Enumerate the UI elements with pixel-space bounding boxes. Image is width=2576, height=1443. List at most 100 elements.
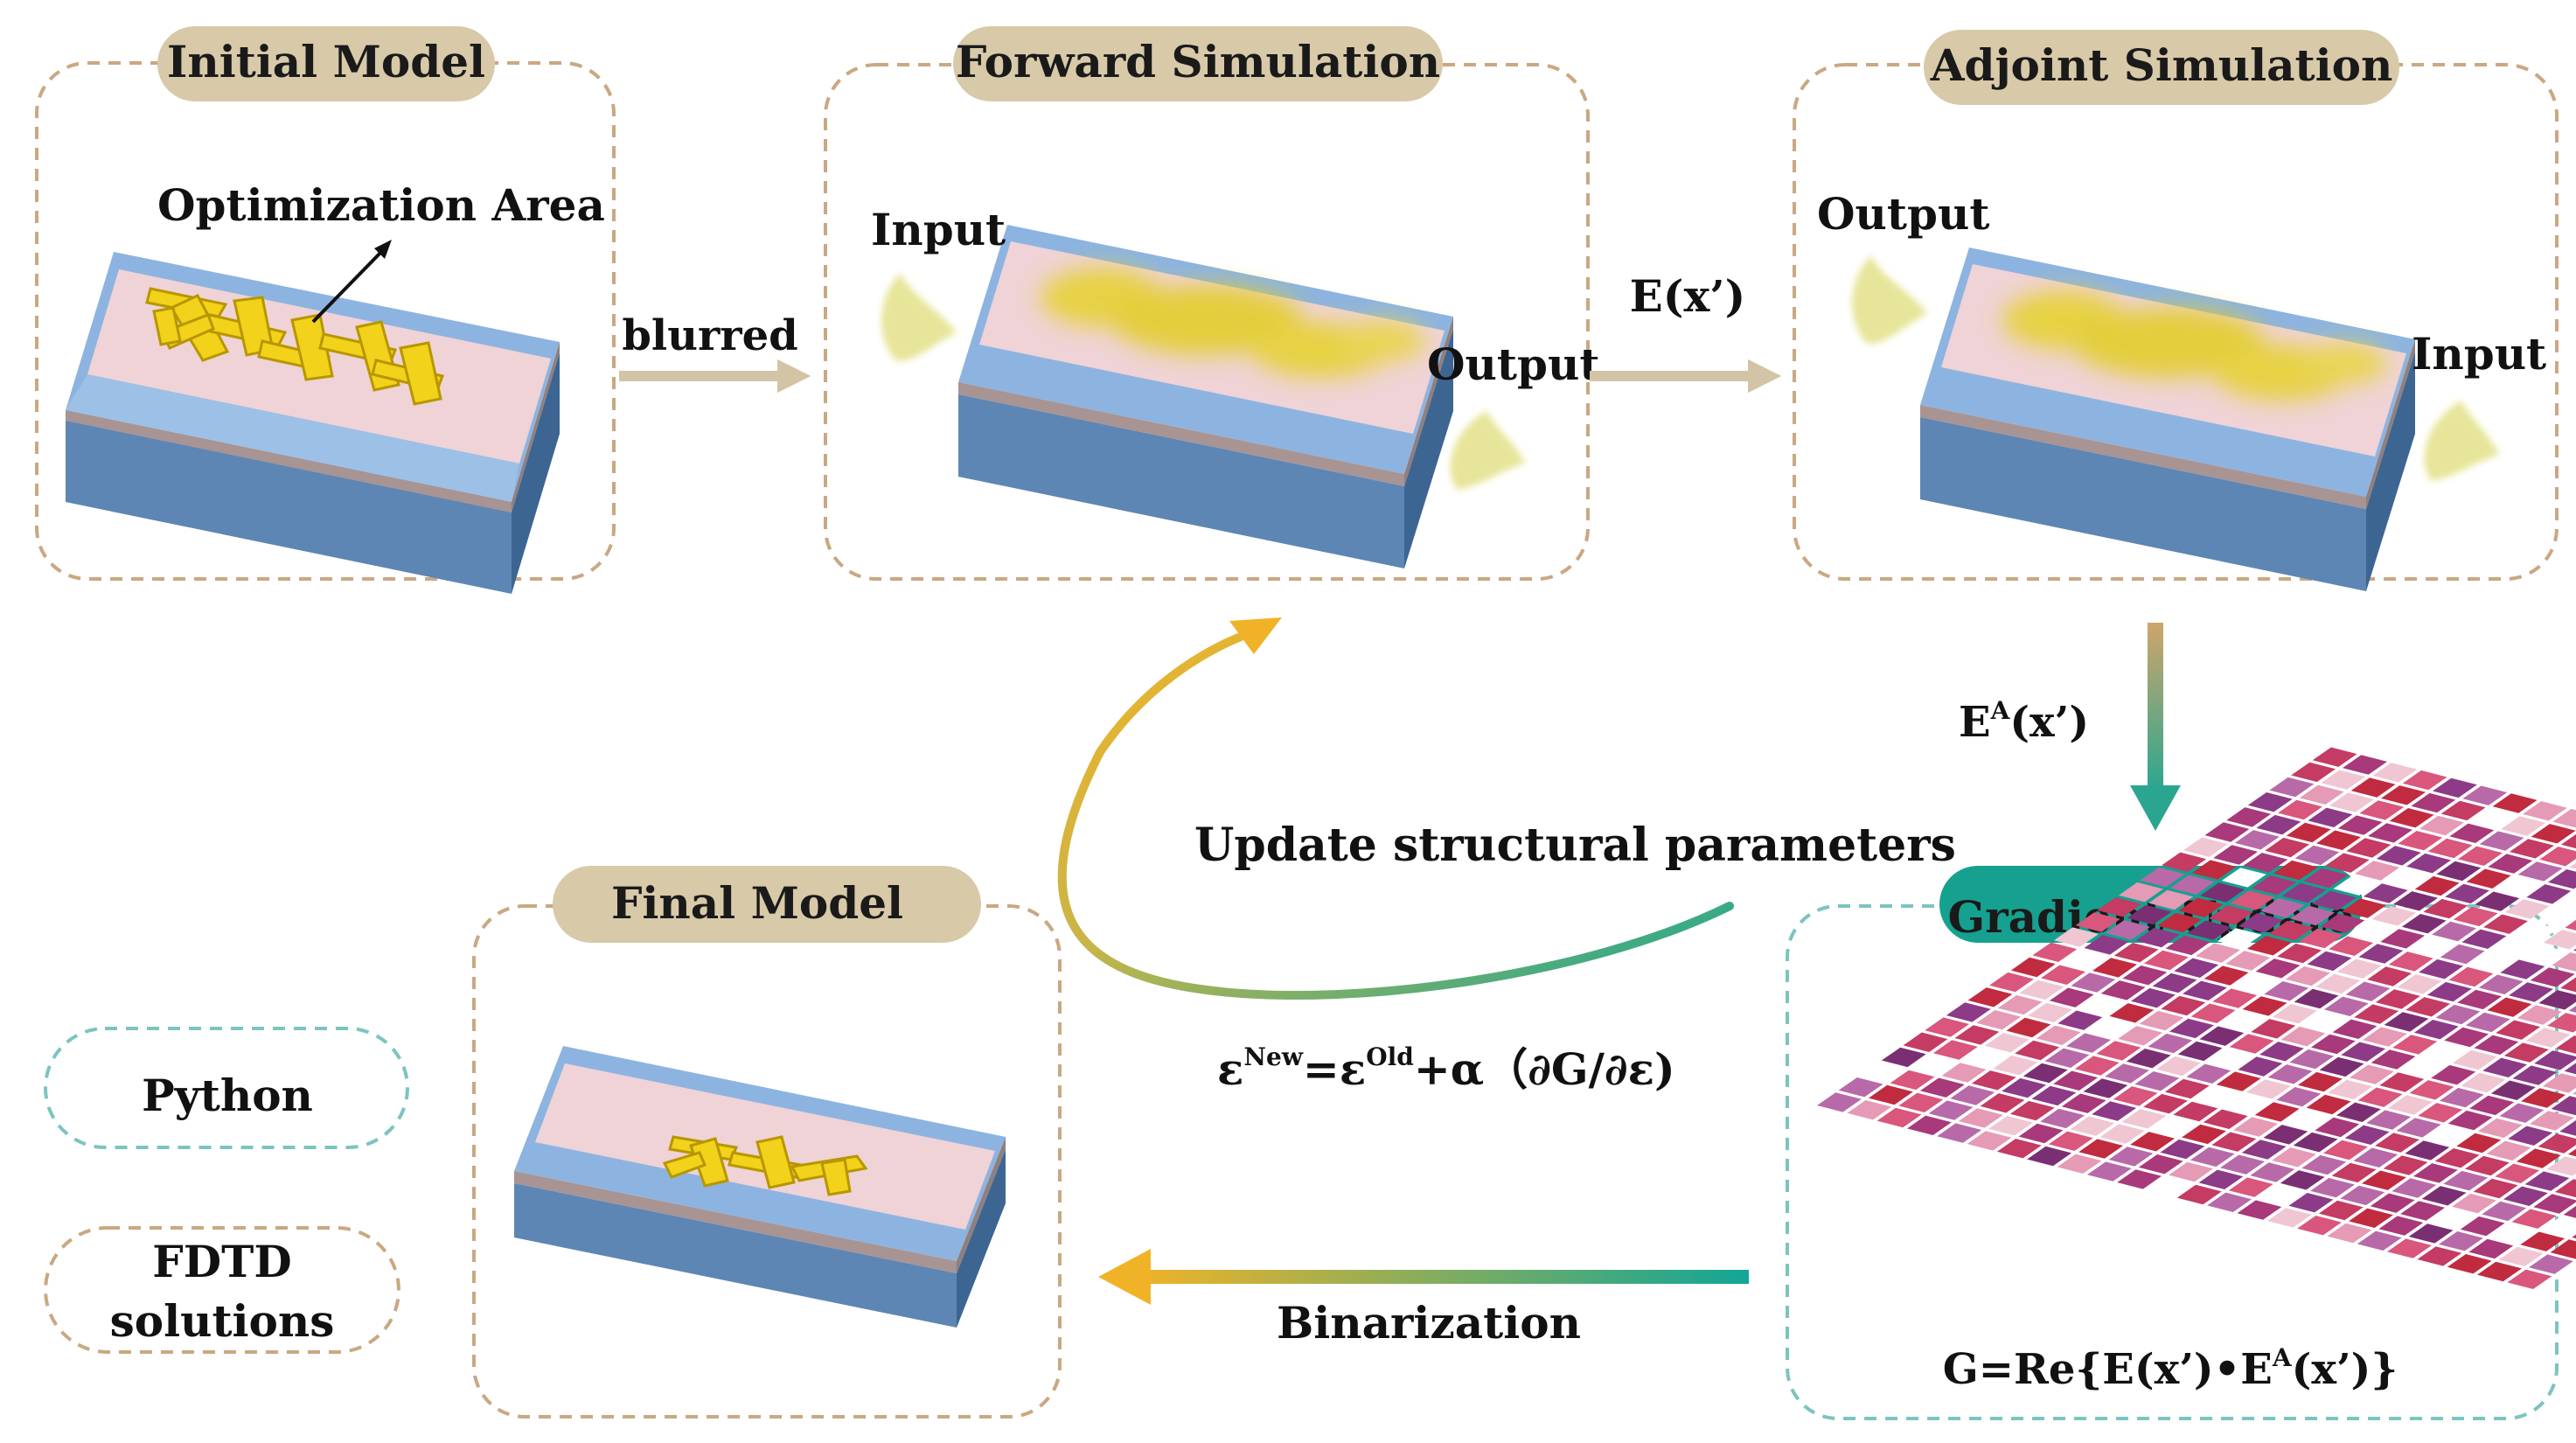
heatmap-cell (2071, 972, 2116, 993)
heatmap-cell (2256, 814, 2301, 835)
heatmap-cell (1954, 1025, 2000, 1045)
heatmap-cell (2290, 905, 2336, 926)
heatmap-cell (2461, 929, 2507, 949)
heatmap-cell (2018, 1123, 2064, 1144)
heatmap-cell (2074, 1056, 2120, 1076)
heatmap-cell (2495, 1163, 2540, 1183)
heatmap-cell (2040, 1108, 2085, 1129)
heatmap-cell (2409, 1080, 2454, 1100)
heatmap-cell (2331, 1162, 2377, 1183)
heatmap-cell (2567, 1148, 2576, 1157)
heatmap-cell (2272, 1147, 2316, 1168)
heatmap-cell (1967, 987, 2013, 1007)
heatmap-cell (2276, 1087, 2322, 1107)
heatmap-cell (2023, 1063, 2068, 1084)
heatmap-cell (2546, 1156, 2576, 1176)
heatmap-cell (2044, 1048, 2090, 1068)
heatmap-cell (2131, 987, 2176, 1008)
initial-optimization-structure (145, 287, 445, 406)
heatmap-cell (2299, 784, 2344, 805)
heatmap-cell (2381, 785, 2426, 805)
heatmap-cell (2259, 898, 2305, 918)
heatmap-cell (2242, 996, 2287, 1016)
heatmap-cell (2285, 1110, 2329, 1130)
heatmap-cell (2524, 1171, 2570, 1191)
final-model-title-text: Final Model (611, 877, 903, 929)
heatmap-cell (2504, 899, 2550, 919)
heatmap-cell (2086, 1161, 2132, 1182)
heatmap-cell (2354, 1004, 2399, 1024)
heatmap-cell (2061, 1093, 2106, 1113)
heatmap-cell (2474, 1035, 2519, 1055)
eps-old-base: ε (1340, 1043, 1366, 1095)
heatmap-cell (2176, 1184, 2222, 1205)
heatmap-cell (2105, 1063, 2149, 1084)
forward-output-source (1450, 411, 1525, 490)
heatmap-cell (2418, 1103, 2463, 1123)
python-label: Python (142, 1070, 313, 1121)
heatmap-cell (2550, 1239, 2576, 1259)
heatmap-cell (2384, 1012, 2429, 1032)
heatmap-cell (2444, 1027, 2489, 1048)
heatmap-cell (2169, 875, 2215, 895)
heatmap-cell (2530, 967, 2575, 987)
adjoint-simulation-title-text: Adjoint Simulation (1930, 39, 2393, 91)
heatmap-cell (2083, 1078, 2128, 1098)
heatmap-cell (2350, 777, 2396, 798)
heatmap-cell (2186, 1063, 2231, 1084)
python-legend: Python (44, 1027, 409, 1149)
heatmap-cell (2177, 1041, 2223, 1062)
heatmap-cell (2234, 830, 2280, 850)
heatmap-cell (2529, 1111, 2574, 1131)
heatmap-cell (2563, 1205, 2576, 1218)
forward-to-adjoint-arrow: E(x’) (1590, 270, 1782, 394)
heatmap-cell (2462, 785, 2508, 805)
final-model-waveguide (514, 1046, 1006, 1328)
heatmap-cell (2432, 921, 2476, 942)
heatmap-cell (2350, 1064, 2394, 1084)
heatmap-cell (2217, 928, 2262, 948)
heatmap-cell (2041, 965, 2085, 985)
final-optimized-structure (662, 1135, 868, 1196)
heatmap-cell (2213, 845, 2259, 865)
heatmap-cell (2226, 807, 2272, 827)
heatmap-cell (2302, 1011, 2348, 1032)
heatmap-cell (1898, 1092, 1944, 1112)
heatmap-cell (1976, 1010, 2022, 1030)
heatmap-cell (2266, 1208, 2312, 1228)
heatmap-cell (2144, 950, 2189, 971)
heatmap-cell (2319, 1056, 2364, 1077)
heatmap-cell (2482, 1057, 2528, 1077)
heatmap-cell (1967, 1131, 2012, 1151)
heatmap-cell (2547, 1013, 2576, 1033)
heatmap-cell (2164, 1078, 2210, 1099)
heatmap-cell (2028, 1002, 2072, 1023)
heatmap-cell (2121, 1109, 2167, 1129)
binarization-label: Binarization (1277, 1297, 1581, 1349)
heatmap-cell (2238, 913, 2284, 933)
heatmap-cell (2434, 1148, 2480, 1168)
heatmap-cell (2311, 890, 2357, 910)
heatmap-cell (2057, 1154, 2102, 1174)
heatmap-cell (2032, 942, 2078, 962)
heatmap-cell (2375, 989, 2420, 1009)
adjoint-output-label: Output (1817, 188, 1989, 240)
heatmap-cell (2015, 1040, 2060, 1061)
heatmap-cell (2323, 996, 2369, 1016)
heatmap-cell (1903, 1032, 1948, 1052)
forward-simulation-panel (824, 63, 1590, 581)
heatmap-cell (2113, 943, 2159, 963)
adjoint-waveguide (1920, 247, 2415, 591)
heatmap-cell (2084, 935, 2129, 955)
heatmap-cell (2422, 1042, 2468, 1063)
heatmap-cell (1817, 1092, 1862, 1112)
heatmap-cell (2221, 868, 2266, 888)
heatmap-cell (1993, 1055, 2038, 1076)
heatmap-cell (2265, 837, 2310, 858)
heatmap-cell (2436, 861, 2482, 882)
update-parameters-arrow (1057, 617, 1734, 1000)
heatmap-cell (2190, 1147, 2235, 1168)
heatmap-cell (2243, 853, 2288, 873)
heatmap-cell (2385, 868, 2430, 889)
heatmap-cell (2559, 1119, 2576, 1136)
